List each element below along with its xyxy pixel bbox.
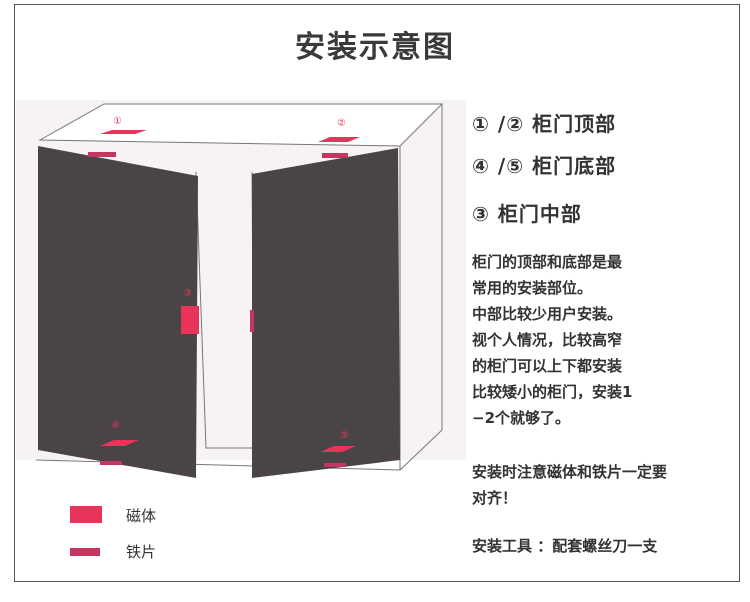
description-line: 柜门的顶部和底部是最 (472, 253, 623, 271)
description-line: 中部比较少用户安装。 (472, 305, 623, 323)
legend-magnet-swatch (70, 506, 102, 523)
description-line: −2个就够了。 (472, 409, 571, 427)
marker-2: ② (337, 118, 346, 129)
note-line: 对齐！ (472, 489, 518, 507)
note-line: 安装时注意磁体和铁片一定要 (472, 463, 668, 481)
legend-iron-label: 铁片 (126, 543, 157, 561)
part-bottom-label: ④ /⑤ 柜门底部 (472, 154, 617, 178)
iron-plate-middle (250, 310, 254, 332)
description-line: 比较矮小的柜门，安装1 (472, 383, 633, 401)
page-title: 安装示意图 (295, 30, 455, 65)
left-door (38, 146, 198, 478)
legend-iron-swatch (70, 548, 100, 556)
magnet-3 (181, 306, 199, 334)
iron-plate-top-right (322, 153, 348, 158)
magnet-4 (100, 440, 139, 446)
description-line: 常用的安装部位。 (472, 279, 593, 297)
marker-3: ③ (183, 288, 192, 299)
marker-1: ① (113, 116, 122, 127)
iron-plate-top-left (88, 152, 116, 157)
tools-note: 安装工具 ：配套螺丝刀一支 (472, 537, 658, 555)
part-top-label: ① /② 柜门顶部 (472, 112, 617, 136)
iron-plate-bottom-right (324, 463, 346, 467)
description-line: 的柜门可以上下都安装 (472, 357, 623, 375)
part-middle-label: ③ 柜门中部 (472, 202, 582, 226)
iron-plate-bottom-left (100, 461, 122, 465)
description-line: 视个人情况，比较高窄 (472, 331, 623, 349)
diagram-frame (14, 4, 740, 582)
legend-magnet-label: 磁体 (126, 507, 157, 525)
magnet-2 (318, 137, 360, 142)
right-door (252, 148, 400, 478)
alignment-note: 安装时注意磁体和铁片一定要 对齐！ (472, 459, 667, 511)
magnet-1 (100, 130, 147, 134)
marker-4: ④ (111, 420, 120, 431)
description-text: 柜门的顶部和底部是最 常用的安装部位。 中部比较少用户安装。 视个人情况，比较高… (472, 249, 632, 431)
magnet-5 (320, 446, 356, 452)
marker-5: ⑤ (340, 430, 349, 441)
